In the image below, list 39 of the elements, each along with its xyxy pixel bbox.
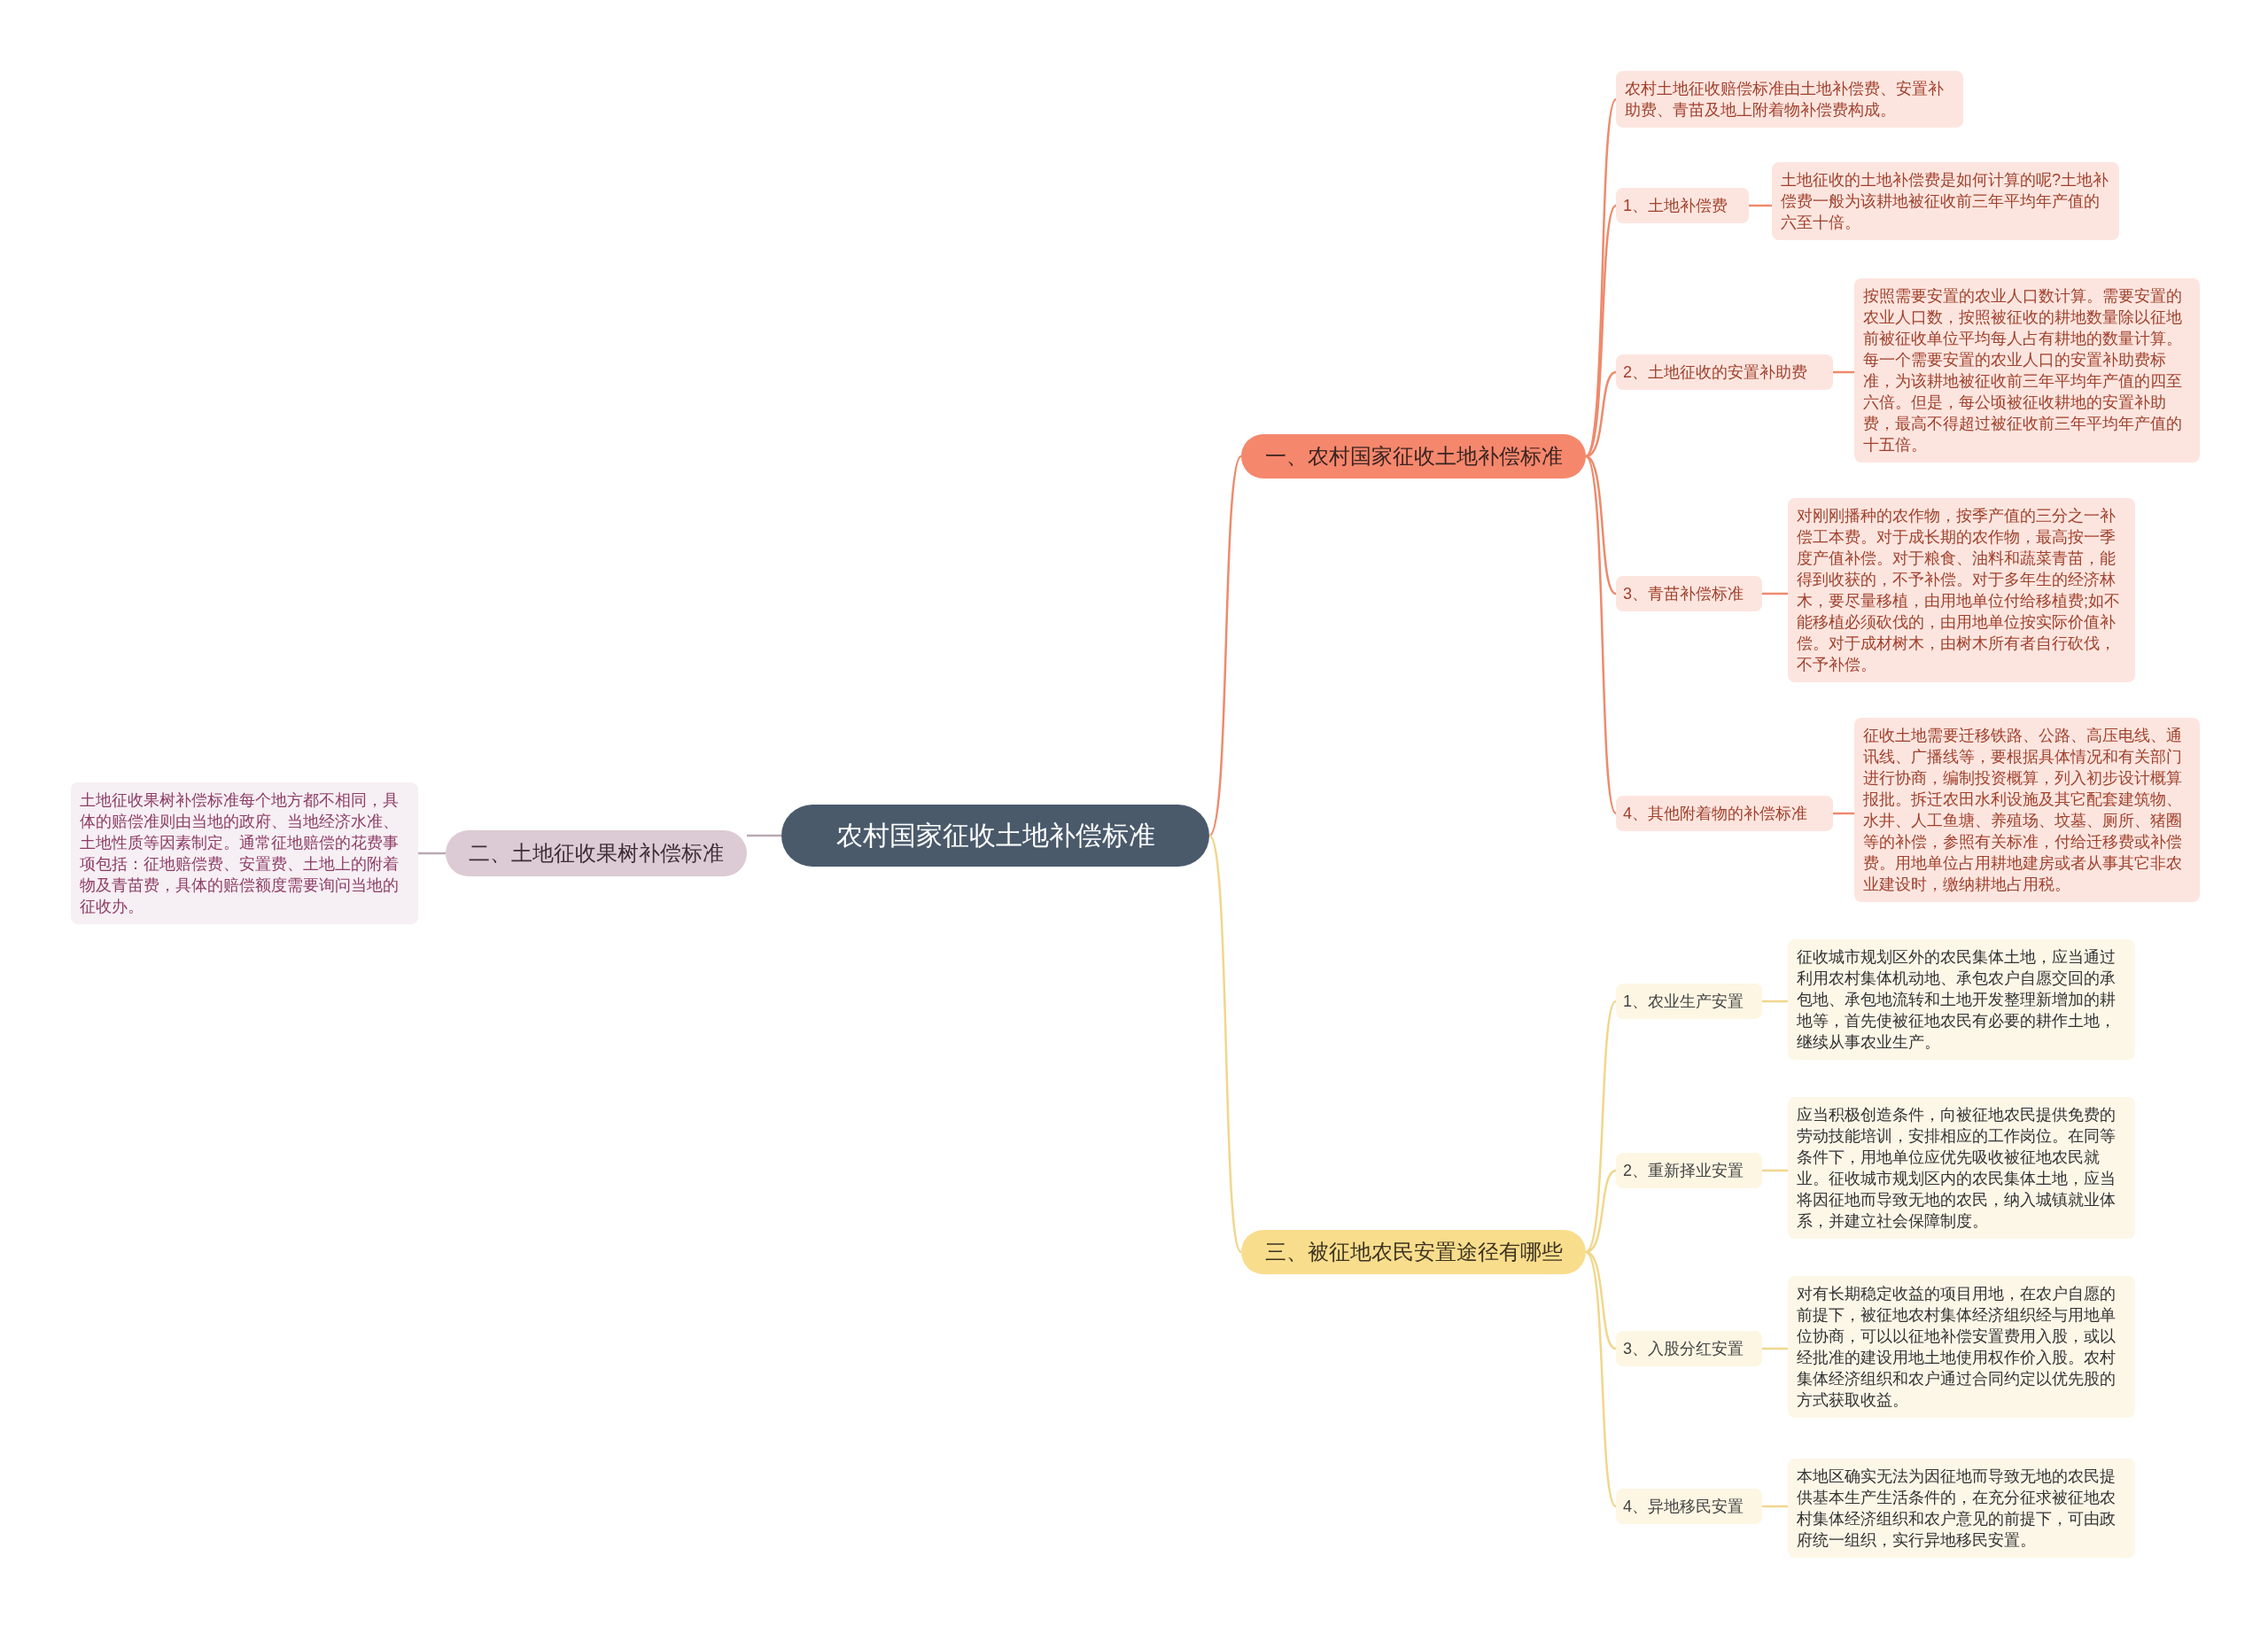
subtopic: 2、重新择业安置: [1616, 1153, 1762, 1188]
connector-line: [1762, 1347, 1788, 1350]
subtopic: 3、青苗补偿标准: [1616, 576, 1762, 611]
connector-line: [1762, 592, 1788, 595]
connector-line: [418, 852, 446, 855]
branch-topic: 三、被征地农民安置途径有哪些: [1241, 1230, 1586, 1274]
branch-topic: 一、农村国家征收土地补偿标准: [1241, 434, 1586, 478]
subtopic: 4、异地移民安置: [1616, 1489, 1762, 1524]
connector-line: [1584, 455, 1618, 814]
subtopic: 2、土地征收的安置补助费: [1616, 354, 1833, 390]
detail-note: 本地区确实无法为因征地而导致无地的农民提供基本生产生活条件的，在充分征求被征地农村集体经济组织和农户意见的前提下，可由政府统一组织，实行异地移民安置。: [1788, 1459, 2135, 1558]
detail-note: 土地征收果树补偿标准每个地方都不相同，具体的赔偿准则由当地的政府、当地经济水准、土地性质等因素制定。通常征地赔偿的花费事项包括：征地赔偿费、安置费、土地上的附着物及青苗费，具体的赔偿额度需要询问当地的征收办。: [71, 782, 418, 924]
connector-line: [1833, 812, 1854, 815]
branch-topic: 二、土地征收果树补偿标准: [446, 830, 747, 876]
connector-line: [1208, 835, 1243, 1253]
detail-note: 对有长期稳定收益的项目用地，在农户自愿的前提下，被征地农村集体经济组织经与用地单位协商，可以以征地补偿安置费用入股，或以经批准的建设用地土地使用权作价入股。农村集体经济组织和农户通过合同约定以优先股的方式获取收益。: [1788, 1276, 2135, 1418]
connector-line: [747, 834, 781, 837]
subtopic: 4、其他附着物的补偿标准: [1616, 796, 1833, 831]
connector-line: [1833, 370, 1854, 374]
detail-note: 征收土地需要迁移铁路、公路、高压电线、通讯线、广播线等，要根据具体情况和有关部门进行协商，编制投资概算，列入初步设计概算报批。拆迁农田水利设施及其它配套建筑物、水井、人工鱼塘、养殖场、坟墓、厕所、猪圈等的补偿，参照有关标准，付给迁移费或补偿费。用地单位占用耕地建房或者从事其它非农业建设时，缴纳耕地占用税。: [1854, 718, 2200, 902]
connector-line: [1585, 1251, 1617, 1507]
connector-line: [1749, 204, 1772, 207]
connector-line: [1585, 205, 1617, 457]
subtopic: 3、入股分红安置: [1616, 1331, 1762, 1366]
detail-note: 农村土地征收赔偿标准由土地补偿费、安置补助费、青苗及地上附着物补偿费构成。: [1616, 71, 1963, 128]
detail-note: 土地征收的土地补偿费是如何计算的呢?土地补偿费一般为该耕地被征收前三年平均年产值的六至十倍。: [1772, 162, 2119, 240]
connector-line: [1762, 1505, 1788, 1508]
connector-line: [1208, 455, 1243, 836]
connector-line: [1585, 1000, 1617, 1253]
detail-note: 征收城市规划区外的农民集体土地，应当通过利用农村集体机动地、承包农户自愿交回的承包地、承包地流转和土地开发整理新增加的耕地等，首先使被征地农民有必要的耕作土地，继续从事农业生产。: [1788, 939, 2135, 1060]
detail-note: 应当积极创造条件，向被征地农民提供免费的劳动技能培训，安排相应的工作岗位。在同等条件下，用地单位应优先吸收被征地农民就业。征收城市规划区内的农民集体土地，应当将因征地而导致无地的农民，纳入城镇就业体系，并建立社会保障制度。: [1788, 1097, 2135, 1239]
central-topic: 农村国家征收土地补偿标准: [781, 805, 1209, 867]
subtopic: 1、农业生产安置: [1616, 984, 1762, 1019]
connector-line: [1762, 1169, 1788, 1172]
connector-line: [1762, 1000, 1788, 1003]
subtopic: 1、土地补偿费: [1616, 188, 1749, 223]
detail-note: 对刚刚播种的农作物，按季产值的三分之一补偿工本费。对于成长期的农作物，最高按一季度产值补偿。对于粮食、油料和蔬菜青苗，能得到收获的，不予补偿。对于多年生的经济林木，要尽量移植，由用地单位付给移植费;如不能移植必须砍伐的，由用地单位按实际价值补偿。对于成材树木，由树木所有者自行砍伐，不予补偿。: [1788, 498, 2135, 682]
detail-note: 按照需要安置的农业人口数计算。需要安置的农业人口数，按照被征收的耕地数量除以征地前被征收单位平均每人占有耕地的数量计算。每一个需要安置的农业人口的安置补助费标准，为该耕地被征收前三年平均年产值的四至六倍。但是，每公顷被征收耕地的安置补助费，最高不得超过被征收前三年平均年产值的十五倍。: [1854, 278, 2200, 463]
connector-line: [1585, 455, 1617, 595]
